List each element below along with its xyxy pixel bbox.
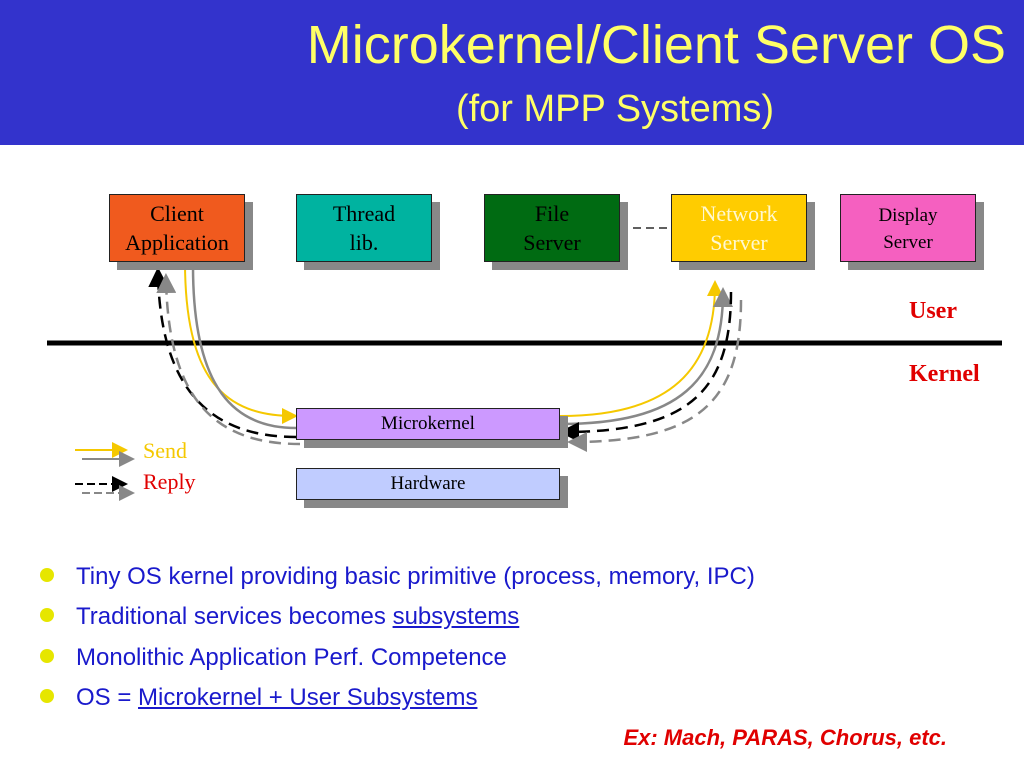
box-label: Server xyxy=(523,230,581,255)
reply-arrow-client xyxy=(148,267,297,439)
send-arrow-network-grey xyxy=(559,287,733,426)
send-arrow-client xyxy=(184,261,298,424)
bullet-item: OS = Microkernel + User Subsystems xyxy=(40,684,477,712)
bullet-text: OS = xyxy=(76,684,139,711)
bullet-text: Tiny OS kernel providing basic primitive… xyxy=(76,563,755,590)
send-arrow-client-grey xyxy=(191,265,297,430)
box-label: Application xyxy=(125,230,229,255)
bullet-item: Tiny OS kernel providing basic primitive… xyxy=(40,563,755,591)
bullet-text: Traditional services becomes xyxy=(76,603,393,630)
box-label: Thread xyxy=(332,201,396,226)
hardware-box: Hardware xyxy=(296,468,560,500)
title-banner: Microkernel/Client Server OS (for MPP Sy… xyxy=(0,0,1024,145)
box-label: Network xyxy=(700,201,778,226)
slide-subtitle: (for MPP Systems) xyxy=(455,88,775,130)
box-label: Display xyxy=(878,205,938,226)
box-label: File xyxy=(534,201,570,226)
bullet-text: Monolithic Application Perf. Competence xyxy=(76,644,507,671)
kernel-label: Kernel xyxy=(909,361,980,387)
box-label: Server xyxy=(883,232,933,253)
box-label: lib. xyxy=(349,230,379,255)
slide-title: Microkernel/Client Server OS xyxy=(306,15,1006,75)
user-label: User xyxy=(909,298,957,324)
send-arrow-network xyxy=(559,280,723,417)
subsystems-link[interactable]: subsystems xyxy=(392,603,520,630)
bullet-item: Monolithic Application Perf. Competence xyxy=(40,644,507,672)
legend-send: Send xyxy=(143,438,187,463)
bullet-dot-icon xyxy=(40,649,54,663)
thread-lib-box: Thread lib. xyxy=(296,194,432,262)
legend-reply: Reply xyxy=(143,469,196,494)
box-label: Server xyxy=(710,230,768,255)
microkernel-subsystems-link[interactable]: Microkernel + User Subsystems xyxy=(138,684,478,711)
bullet-dot-icon xyxy=(40,689,54,703)
reply-arrow-network xyxy=(559,291,733,442)
reply-arrow-client-grey xyxy=(156,273,301,446)
microkernel-box: Microkernel xyxy=(296,408,560,440)
bullet-item: Traditional services becomes subsystems xyxy=(40,603,519,631)
reply-arrow-network-grey xyxy=(567,299,743,452)
bullet-dot-icon xyxy=(40,608,54,622)
bullet-dot-icon xyxy=(40,568,54,582)
box-label: Client xyxy=(150,201,204,226)
examples-note: Ex: Mach, PARAS, Chorus, etc. xyxy=(623,725,947,750)
